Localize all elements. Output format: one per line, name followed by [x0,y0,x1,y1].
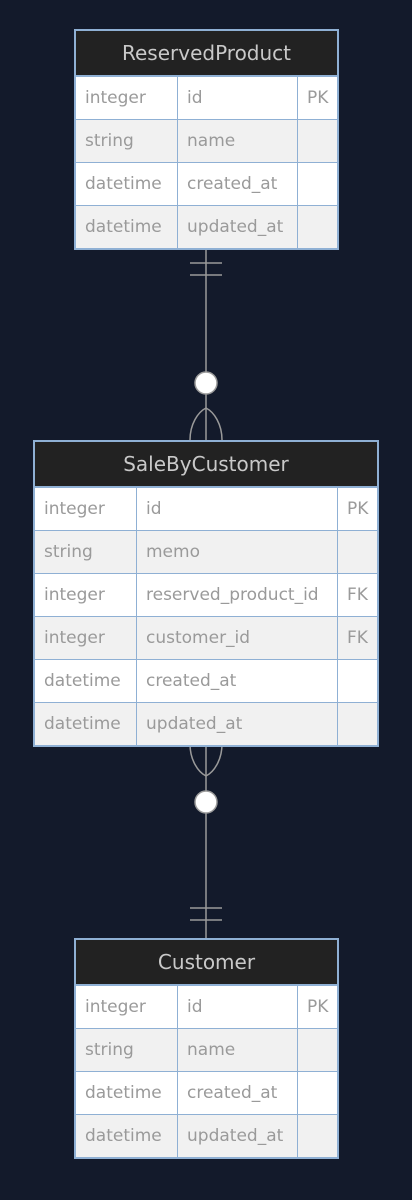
attribute-row: datetime created_at [76,1071,337,1114]
attribute-type: datetime [44,671,121,691]
attribute-name: reserved_product_id [136,574,337,616]
relationship-reserved-product-sale-by-customer [189,246,223,441]
zero-marker-circle [194,790,218,814]
attribute-key: PK [297,77,337,119]
attribute-row: datetime updated_at [35,702,377,745]
relationship-sale-by-customer-customer [189,743,223,938]
attribute-type: datetime [85,174,162,194]
attribute-type: datetime [85,1126,162,1146]
attribute-key: PK [337,488,377,530]
attribute-row: integer id PK [76,986,337,1028]
attribute-key [337,703,377,745]
attribute-row: integer id PK [35,488,377,530]
attribute-name: created_at [136,660,337,702]
attribute-name: customer_id [136,617,337,659]
attribute-name: id [136,488,337,530]
attribute-type: datetime [85,1083,162,1103]
attribute-row: string memo [35,530,377,573]
entity-title: Customer [76,940,337,986]
attribute-type: integer [44,585,105,605]
attribute-row: integer customer_id FK [35,616,377,659]
crow-foot-marker [189,407,223,441]
attribute-key [337,531,377,573]
attribute-name: updated_at [136,703,337,745]
attribute-type: datetime [44,714,121,734]
attribute-name: name [177,120,297,162]
attribute-row: string name [76,119,337,162]
attribute-key: PK [297,986,337,1028]
attribute-type: string [85,1040,134,1060]
attribute-key [297,206,337,248]
attribute-key [297,1072,337,1114]
zero-marker-circle [194,371,218,395]
attribute-name: id [177,986,297,1028]
attribute-key [297,120,337,162]
attribute-key: FK [337,574,377,616]
attribute-name: id [177,77,297,119]
attribute-type: integer [85,997,146,1017]
attribute-key [297,1029,337,1071]
entity-reserved-product[interactable]: ReservedProduct integer id PK string nam… [74,29,339,250]
attribute-type: string [44,542,93,562]
attribute-row: datetime updated_at [76,205,337,248]
entity-title: ReservedProduct [76,31,337,77]
attribute-type: integer [44,499,105,519]
entity-title: SaleByCustomer [35,442,377,488]
attribute-type: string [85,131,134,151]
attribute-name: created_at [177,163,297,205]
attribute-name: updated_at [177,1115,297,1157]
crow-foot-marker [189,743,223,777]
attribute-row: datetime created_at [35,659,377,702]
attribute-key [297,163,337,205]
attribute-row: datetime updated_at [76,1114,337,1157]
attribute-row: integer reserved_product_id FK [35,573,377,616]
attribute-name: name [177,1029,297,1071]
attribute-type: integer [44,628,105,648]
attribute-row: datetime created_at [76,162,337,205]
attribute-key: FK [337,617,377,659]
attribute-name: updated_at [177,206,297,248]
attribute-name: memo [136,531,337,573]
attribute-type: integer [85,88,146,108]
attribute-type: datetime [85,217,162,237]
attribute-key [337,660,377,702]
entity-sale-by-customer[interactable]: SaleByCustomer integer id PK string memo… [33,440,379,747]
attribute-key [297,1115,337,1157]
attribute-name: created_at [177,1072,297,1114]
attribute-row: string name [76,1028,337,1071]
attribute-row: integer id PK [76,77,337,119]
attribute-list: integer id PK string name datetime creat… [76,986,337,1157]
attribute-list: integer id PK string name datetime creat… [76,77,337,248]
entity-customer[interactable]: Customer integer id PK string name datet… [74,938,339,1159]
attribute-list: integer id PK string memo integer reserv… [35,488,377,745]
